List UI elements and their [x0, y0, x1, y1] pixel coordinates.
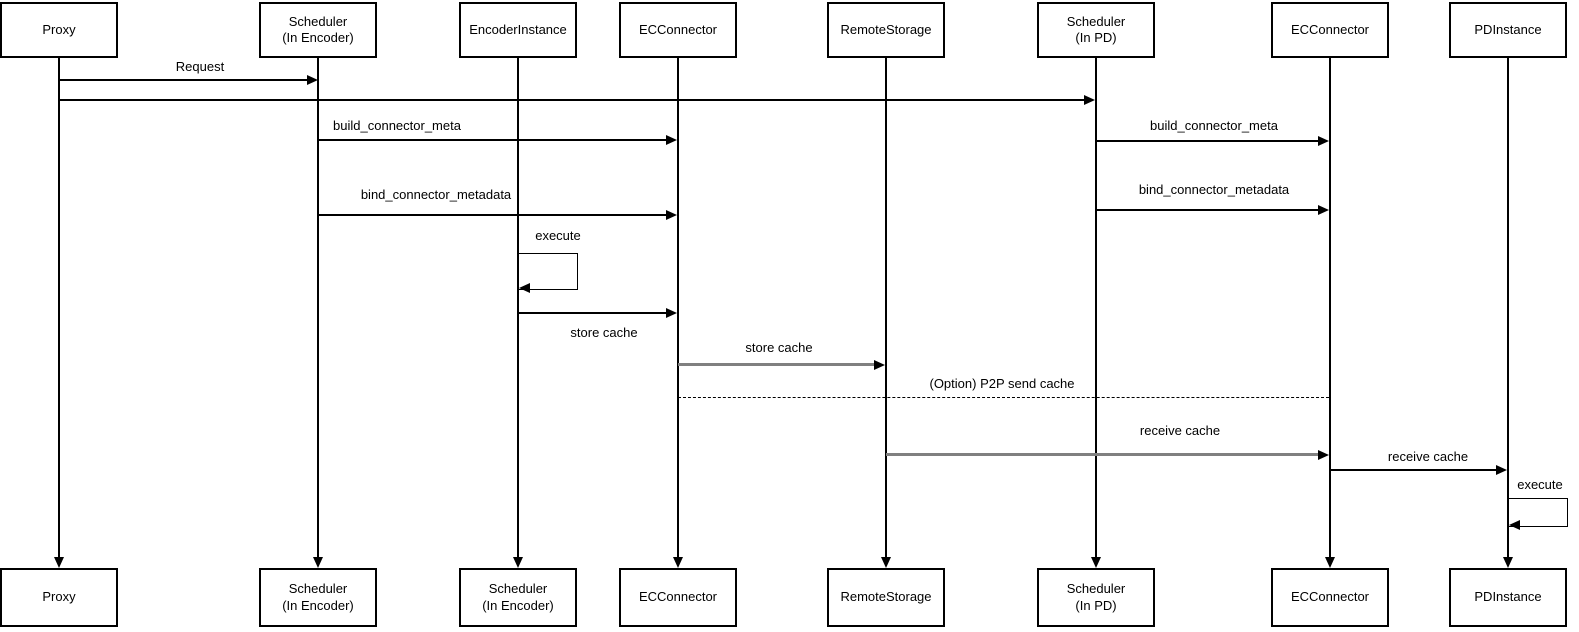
lifeline-scheduler-pd — [1095, 58, 1097, 557]
actor-bottom-scheduler-pd: Scheduler (In PD) — [1037, 568, 1155, 627]
message-label-receive-cache-ec-to-pd: receive cache — [1385, 449, 1471, 464]
arrowhead-left-icon — [1509, 520, 1520, 530]
lifeline-ecconnector-left — [677, 58, 679, 557]
arrowhead-right-icon — [307, 75, 318, 85]
message-label-store-cache-ec-to-remote: store cache — [743, 340, 815, 355]
actor-top-pd-instance: PDInstance — [1449, 2, 1567, 58]
message-label-execute-pd: execute — [1515, 477, 1565, 492]
actor-top-ecconnector-right: ECConnector — [1271, 2, 1389, 58]
message-label-store-cache-encoder-to-ec: store cache — [568, 325, 640, 340]
message-label-request: Request — [173, 59, 227, 74]
lifeline-scheduler-encoder — [317, 58, 319, 557]
message-label-build-connector-meta-encoder: build_connector_meta — [331, 118, 463, 133]
actor-top-scheduler-encoder: Scheduler (In Encoder) — [259, 2, 377, 58]
arrowhead-left-icon — [519, 283, 530, 293]
arrowhead-down-icon — [54, 557, 64, 568]
arrowhead-right-icon — [1318, 450, 1329, 460]
arrowhead-down-icon — [1325, 557, 1335, 568]
message-line-receive-cache-ec-to-pd — [1330, 469, 1498, 471]
lifeline-remote-storage — [885, 58, 887, 557]
message-label-p2p-send-cache: (Option) P2P send cache — [927, 376, 1077, 391]
message-line-store-cache-ec-to-remote — [678, 363, 876, 366]
actor-top-scheduler-pd: Scheduler (In PD) — [1037, 2, 1155, 58]
message-line-p2p-send-cache — [678, 397, 1329, 398]
actor-bottom-ecconnector-right: ECConnector — [1271, 568, 1389, 627]
actor-bottom-scheduler-encoder: Scheduler (In Encoder) — [259, 568, 377, 627]
message-label-receive-cache-remote-to-ec: receive cache — [1137, 423, 1223, 438]
message-label-execute-encoder: execute — [533, 228, 583, 243]
actor-bottom-ecconnector-left: ECConnector — [619, 568, 737, 627]
arrowhead-right-icon — [1318, 136, 1329, 146]
arrowhead-down-icon — [313, 557, 323, 568]
message-line-proxy-to-scheduler-pd — [59, 99, 1086, 101]
actor-bottom-remote-storage: RemoteStorage — [827, 568, 945, 627]
arrowhead-right-icon — [1496, 465, 1507, 475]
lifeline-encoder-instance — [517, 58, 519, 557]
actor-bottom-scheduler-encoder-2: Scheduler (In Encoder) — [459, 568, 577, 627]
actor-bottom-pd-instance: PDInstance — [1449, 568, 1567, 627]
arrowhead-right-icon — [1084, 95, 1095, 105]
message-line-request — [59, 79, 309, 81]
message-label-build-connector-meta-pd: build_connector_meta — [1148, 118, 1280, 133]
lifeline-pd-instance — [1507, 58, 1509, 557]
message-line-receive-cache-remote-to-ec — [886, 453, 1320, 456]
arrowhead-right-icon — [1318, 205, 1329, 215]
message-label-bind-connector-metadata-encoder: bind_connector_metadata — [358, 187, 514, 202]
lifeline-proxy — [58, 58, 60, 557]
arrowhead-down-icon — [513, 557, 523, 568]
self-loop-execute-encoder — [518, 253, 578, 290]
actor-top-ecconnector-left: ECConnector — [619, 2, 737, 58]
message-line-store-cache-encoder-to-ec — [518, 312, 668, 314]
message-line-bind-connector-metadata-pd — [1096, 209, 1320, 211]
self-loop-execute-pd — [1508, 498, 1568, 527]
message-line-build-connector-meta-pd — [1096, 140, 1320, 142]
arrowhead-right-icon — [874, 360, 885, 370]
actor-top-proxy: Proxy — [0, 2, 118, 58]
message-line-build-connector-meta-encoder — [318, 139, 668, 141]
arrowhead-down-icon — [673, 557, 683, 568]
arrowhead-right-icon — [666, 135, 677, 145]
actor-bottom-proxy: Proxy — [0, 568, 118, 627]
message-label-bind-connector-metadata-pd: bind_connector_metadata — [1136, 182, 1292, 197]
arrowhead-down-icon — [1503, 557, 1513, 568]
arrowhead-right-icon — [666, 210, 677, 220]
actor-top-encoder-instance: EncoderInstance — [459, 2, 577, 58]
message-line-bind-connector-metadata-encoder — [318, 214, 668, 216]
arrowhead-right-icon — [666, 308, 677, 318]
arrowhead-down-icon — [881, 557, 891, 568]
actor-top-remote-storage: RemoteStorage — [827, 2, 945, 58]
lifeline-ecconnector-right — [1329, 58, 1331, 557]
arrowhead-down-icon — [1091, 557, 1101, 568]
